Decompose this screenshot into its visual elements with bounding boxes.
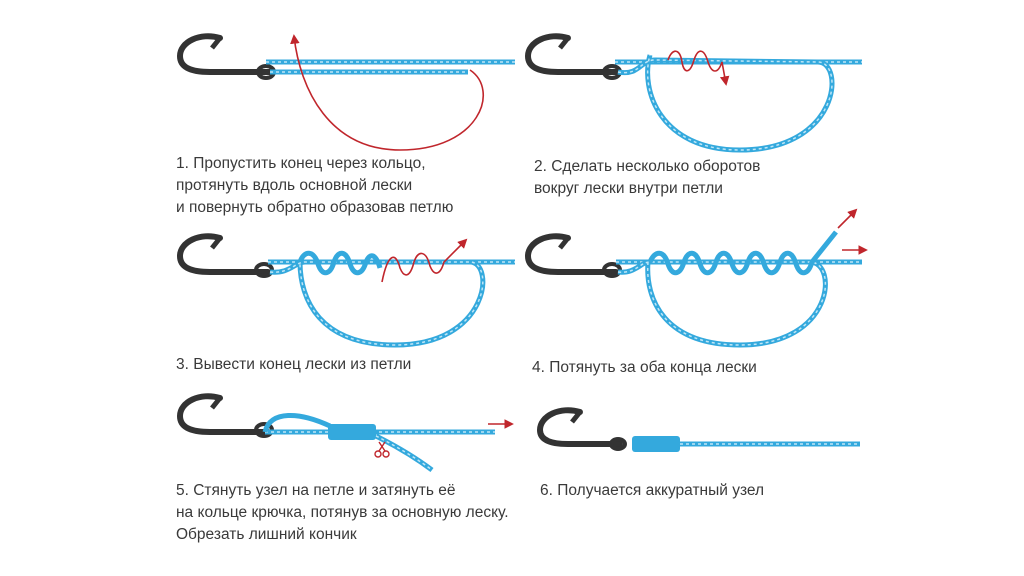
fish-hook-icon <box>176 393 274 438</box>
step-4-illustration <box>524 208 868 348</box>
step-6-caption: 6. Получается аккуратный узел <box>540 480 764 502</box>
caption-line: протянуть вдоль основной лески <box>176 177 413 194</box>
fishing-line <box>615 54 862 153</box>
caption-line: 4. Потянуть за оба конца лески <box>532 359 757 376</box>
scissors-icon <box>374 441 390 458</box>
step-5-caption: 5. Стянуть узел на петле и затянуть её н… <box>176 480 509 546</box>
arrow-icon <box>837 208 858 229</box>
fish-hook-icon <box>536 407 627 451</box>
step-5-illustration <box>176 393 514 473</box>
caption-line: 3. Вывести конец лески из петли <box>176 356 412 373</box>
step-3-illustration <box>176 233 515 348</box>
caption-line: и повернуть обратно образовав петлю <box>176 199 454 216</box>
fish-hook-icon <box>176 33 276 80</box>
fishing-line <box>266 59 515 75</box>
caption-line: Обрезать лишний кончик <box>176 526 357 543</box>
caption-line: 2. Сделать несколько оборотов <box>534 158 761 175</box>
fishing-line <box>632 436 860 452</box>
caption-line: вокруг лески внутри петли <box>534 180 723 197</box>
step-2-illustration <box>524 33 862 153</box>
step-3-caption: 3. Вывести конец лески из петли <box>176 354 411 376</box>
step-2-caption: 2. Сделать несколько оборотов вокруг лес… <box>534 156 760 200</box>
fishing-line <box>262 413 495 473</box>
fish-hook-icon <box>176 233 274 278</box>
step-6-illustration <box>536 407 860 452</box>
knot <box>328 424 376 440</box>
caption-line: на кольце крючка, потянув за основную ле… <box>176 504 509 521</box>
knot <box>632 436 680 452</box>
caption-line: 1. Пропустить конец через кольцо, <box>176 155 426 172</box>
fish-hook-icon <box>524 233 622 278</box>
step-1-illustration <box>176 33 515 151</box>
caption-line: 5. Стянуть узел на петле и затянуть её <box>176 482 456 499</box>
arrow-icon <box>290 34 485 151</box>
step-4-caption: 4. Потянуть за оба конца лески <box>532 357 757 379</box>
caption-line: 6. Получается аккуратный узел <box>540 482 765 499</box>
fishing-line <box>268 250 515 348</box>
fishing-line <box>616 230 862 348</box>
fish-hook-icon <box>524 33 622 80</box>
arrow-icon <box>381 238 468 283</box>
step-1-caption: 1. Пропустить конец через кольцо, протян… <box>176 153 453 219</box>
arrow-icon <box>667 50 730 86</box>
